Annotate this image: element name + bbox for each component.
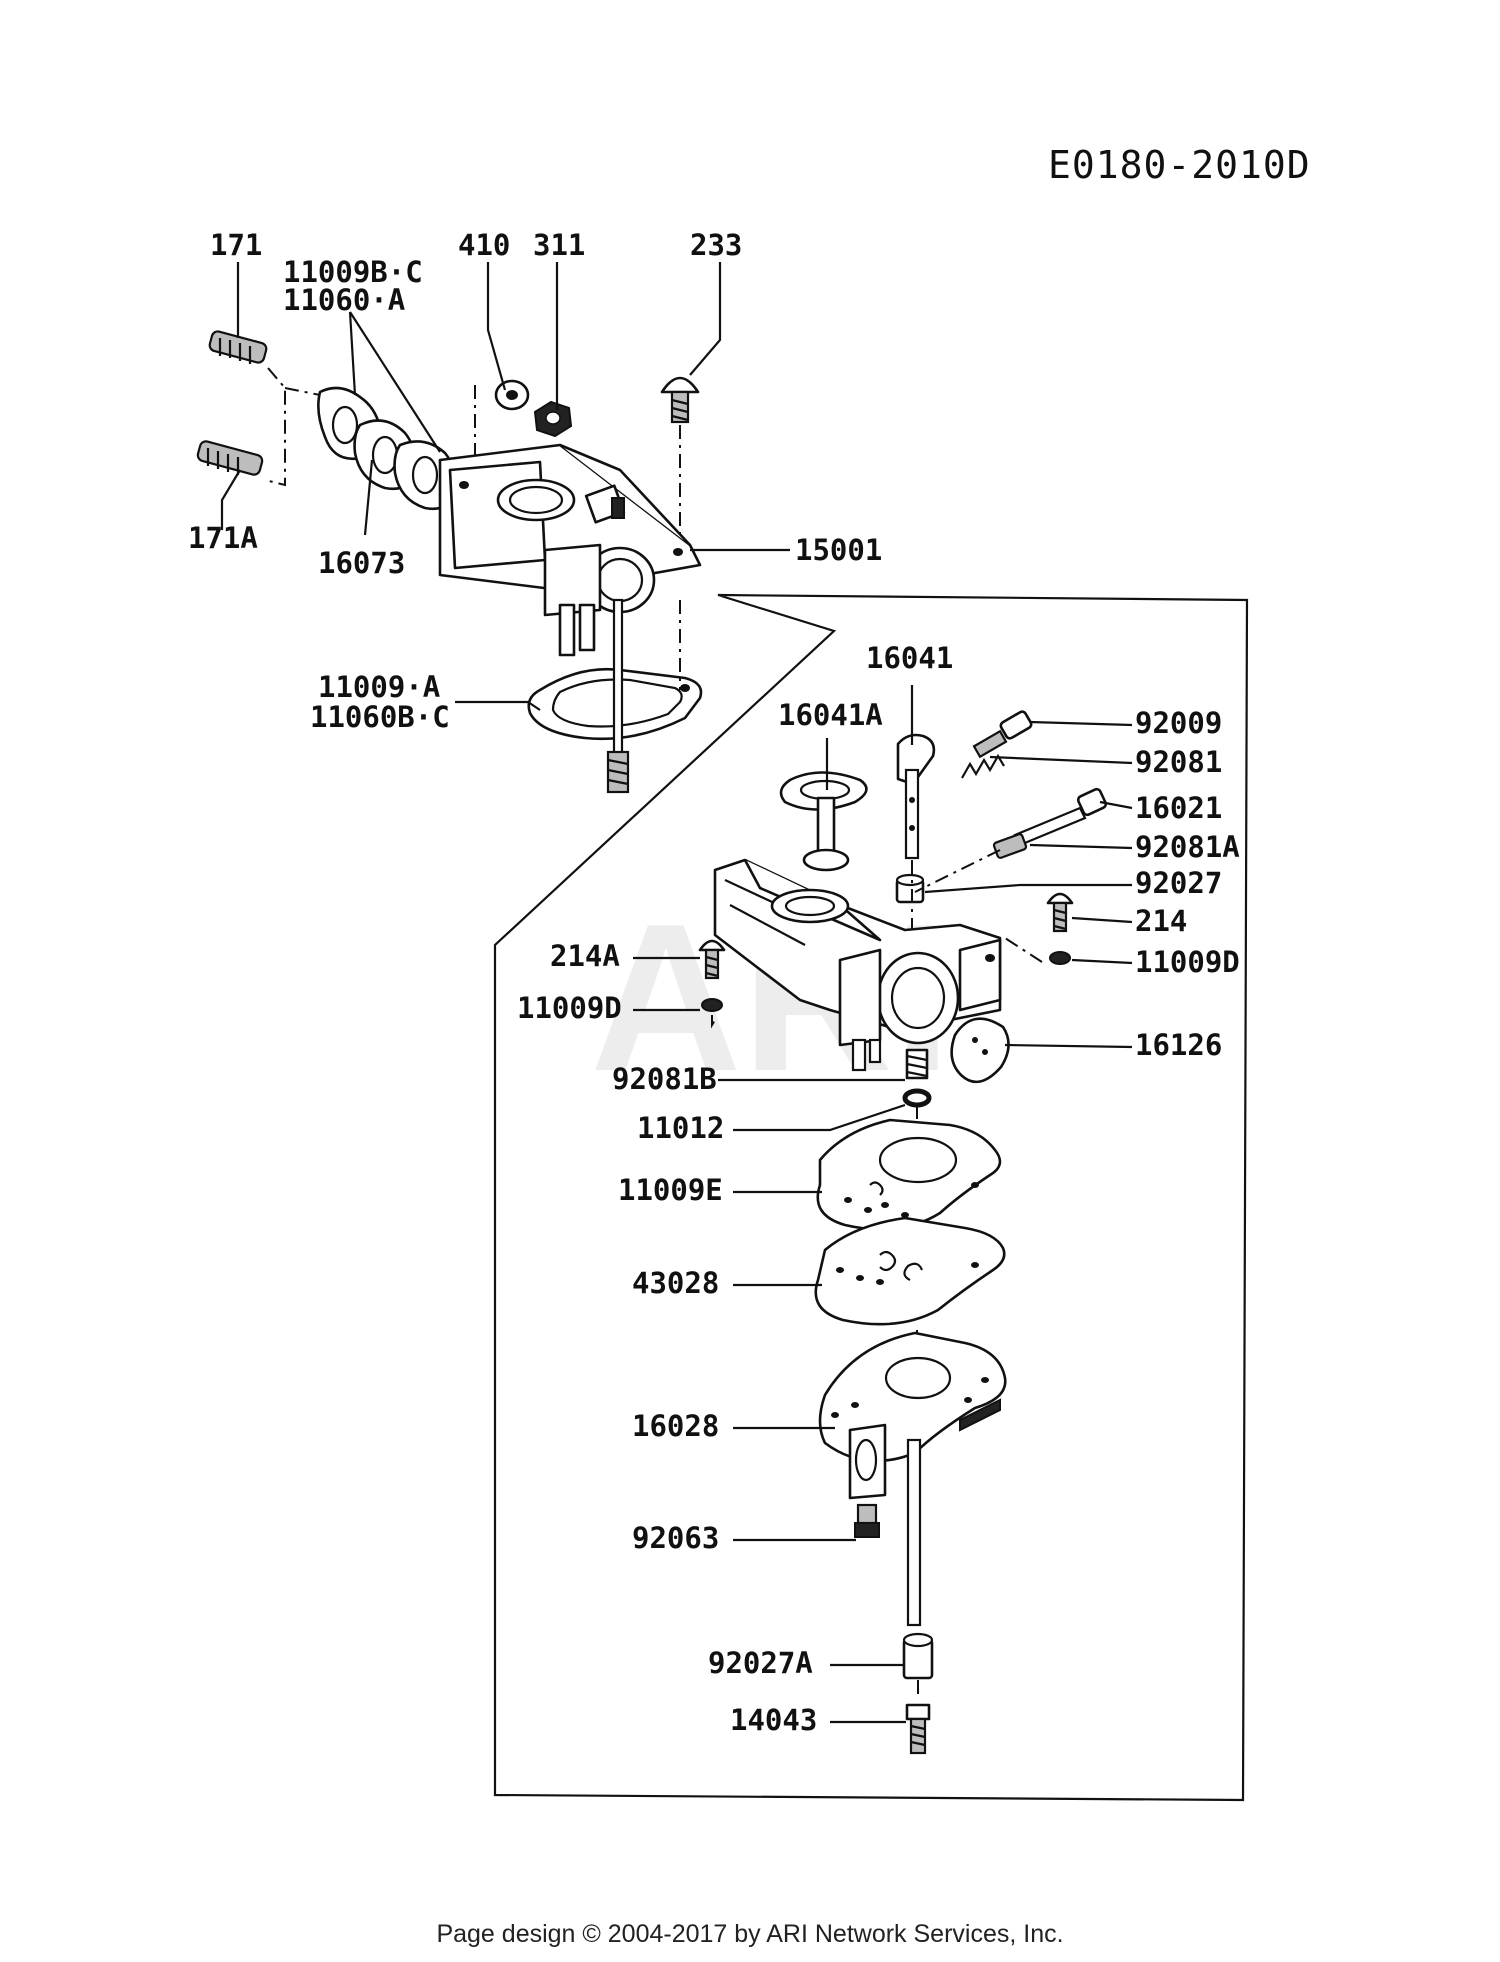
washer-11009d-left xyxy=(701,998,723,1012)
label-214a: 214A xyxy=(550,939,620,973)
label-214: 214 xyxy=(1135,904,1187,938)
drawing-code: E0180-2010D xyxy=(1048,143,1311,187)
screw-92063 xyxy=(854,1503,880,1538)
bushing-92027 xyxy=(895,873,925,904)
label-16021: 16021 xyxy=(1135,791,1222,825)
label-11060bc: 11060B·C xyxy=(310,700,450,734)
label-92081b: 92081B xyxy=(612,1062,717,1096)
label-92027a: 92027A xyxy=(708,1646,813,1680)
cover-16028 xyxy=(818,1331,1007,1627)
nut-311 xyxy=(533,400,573,438)
part-labels: 171 11009B·C 11060·A 410 311 233 171A 16… xyxy=(188,228,1240,1737)
footer-copyright: Page design © 2004-2017 by ARI Network S… xyxy=(436,1920,1063,1948)
plate-16126 xyxy=(950,1017,1010,1084)
bushing-92027a xyxy=(902,1632,934,1680)
gasket-11009e xyxy=(816,1118,1002,1231)
label-11012: 11012 xyxy=(637,1111,724,1145)
label-16028: 16028 xyxy=(632,1409,719,1443)
upper-assembly xyxy=(196,330,703,794)
label-11009bc: 11009B·C xyxy=(283,255,423,289)
label-92081a: 92081A xyxy=(1135,830,1240,864)
label-11009d-left: 11009D xyxy=(517,991,622,1025)
spring-92081a xyxy=(992,833,1028,859)
screw-214a xyxy=(698,939,726,980)
label-43028: 43028 xyxy=(632,1266,719,1300)
label-15001: 15001 xyxy=(795,533,882,567)
screw-16021 xyxy=(1013,787,1108,847)
label-16073: 16073 xyxy=(318,546,405,580)
label-233: 233 xyxy=(690,228,742,262)
screw-233 xyxy=(660,376,700,424)
spring-92081b xyxy=(905,1048,929,1080)
label-16041a: 16041A xyxy=(778,698,883,732)
label-11009a: 11009·A xyxy=(318,670,440,704)
diaphragm-43028 xyxy=(814,1216,1006,1326)
label-410: 410 xyxy=(458,228,510,262)
screw-14043 xyxy=(905,1703,931,1755)
label-92081: 92081 xyxy=(1135,745,1222,779)
label-311: 311 xyxy=(533,228,585,262)
label-171a: 171A xyxy=(188,521,258,555)
label-14043: 14043 xyxy=(730,1703,817,1737)
label-16126: 16126 xyxy=(1135,1028,1222,1062)
stud-171a xyxy=(196,440,264,476)
label-16041: 16041 xyxy=(866,641,953,675)
carburetor-body-15001 xyxy=(438,443,702,657)
washer-410 xyxy=(494,379,530,411)
spring-92081 xyxy=(961,753,1005,779)
label-11009d-right: 11009D xyxy=(1135,945,1240,979)
label-171: 171 xyxy=(210,228,262,262)
throttle-lever-16041 xyxy=(896,733,936,860)
detail-assembly xyxy=(698,710,1108,1755)
label-11060a: 11060·A xyxy=(283,283,405,317)
carburetor-body xyxy=(713,858,1002,1072)
stud-171 xyxy=(208,330,268,364)
label-11009e: 11009E xyxy=(618,1173,723,1207)
washer-11009d-right xyxy=(1049,951,1071,965)
detail-frame xyxy=(493,593,1249,1802)
label-92009: 92009 xyxy=(1135,706,1222,740)
leader-lines xyxy=(220,262,1133,1724)
label-92063: 92063 xyxy=(632,1521,719,1555)
screw-214 xyxy=(1046,892,1074,933)
screw-92009 xyxy=(972,710,1033,759)
choke-16041a xyxy=(779,771,868,872)
label-92027: 92027 xyxy=(1135,866,1222,900)
